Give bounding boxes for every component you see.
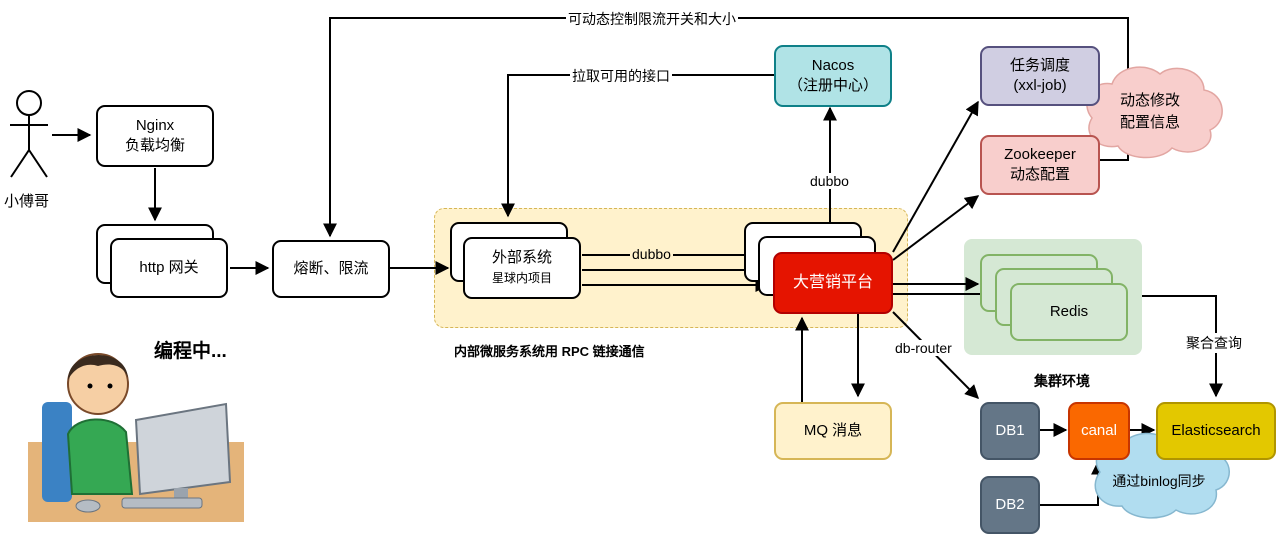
db2-node[interactable]: DB2 — [980, 476, 1040, 534]
gateway-label: http 网关 — [139, 259, 199, 276]
scheduler-subtitle: (xxl-job) — [1013, 77, 1067, 94]
db1-node[interactable]: DB1 — [980, 402, 1040, 460]
elasticsearch-label: Elasticsearch — [1171, 422, 1261, 439]
label-top-loop: 可动态控制限流开关和大小 — [566, 9, 738, 29]
edge-top-loop — [323, 17, 1129, 238]
db2-label: DB2 — [995, 496, 1025, 513]
external-subtitle: 星球内项目 — [491, 271, 552, 285]
label-dubbo-vertical: dubbo — [808, 173, 851, 189]
canal-label: canal — [1081, 422, 1117, 439]
edge-pull-api — [501, 74, 774, 218]
caption-rpc-zone: 内部微服务系统用 RPC 链接通信 — [454, 344, 645, 359]
nacos-subtitle: （注册中心） — [787, 77, 878, 94]
mq-label: MQ 消息 — [803, 422, 863, 439]
redis-node[interactable]: Redis — [1010, 283, 1128, 341]
edge-redis-es — [1142, 295, 1223, 398]
edge-mkt-zookeeper — [892, 195, 980, 261]
zookeeper-title: Zookeeper — [1004, 146, 1076, 163]
zookeeper-node[interactable]: Zookeeper 动态配置 — [980, 135, 1100, 195]
nacos-node[interactable]: Nacos （注册中心） — [774, 45, 892, 107]
external-title: 外部系统 — [491, 249, 552, 266]
scheduler-node[interactable]: 任务调度 (xxl-job) — [980, 46, 1100, 106]
caption-coding: 编程中... — [154, 341, 227, 362]
db1-label: DB1 — [995, 422, 1025, 439]
edge-db2-canal — [1040, 460, 1105, 506]
mq-node[interactable]: MQ 消息 — [774, 402, 892, 460]
nginx-title: Nginx — [135, 117, 175, 134]
binlog-cloud-text: 通过binlog同步 — [1112, 473, 1206, 489]
gateway-node[interactable]: http 网关 — [110, 238, 228, 298]
nginx-node[interactable]: Nginx 负载均衡 — [96, 105, 214, 167]
edge-mkt-scheduler — [892, 100, 979, 253]
marketing-node[interactable]: 大营销平台 — [773, 252, 893, 314]
person-icon — [10, 90, 48, 178]
nacos-title: Nacos — [811, 57, 855, 74]
elasticsearch-node[interactable]: Elasticsearch — [1156, 402, 1276, 460]
nginx-subtitle: 负载均衡 — [124, 137, 185, 154]
cloud-dynamic-config — [1086, 66, 1223, 159]
label-pull-api: 拉取可用的接口 — [570, 66, 672, 86]
scheduler-title: 任务调度 — [1009, 57, 1070, 74]
zookeeper-subtitle: 动态配置 — [1009, 166, 1070, 183]
label-agg-query: 聚合查询 — [1184, 333, 1244, 353]
canal-node[interactable]: canal — [1068, 402, 1130, 460]
marketing-label: 大营销平台 — [792, 274, 873, 291]
coder-at-computer-icon — [28, 353, 244, 522]
caption-cluster: 集群环境 — [1034, 373, 1090, 389]
redis-label: Redis — [1049, 303, 1089, 320]
breaker-node[interactable]: 熔断、限流 — [272, 240, 390, 298]
dynamic-config-cloud-text: 动态修改 配置信息 — [1110, 90, 1190, 134]
external-node[interactable]: 外部系统 星球内项目 — [463, 237, 581, 299]
coding-illustration: 编程中... — [28, 322, 244, 522]
label-db-router: db-router — [893, 340, 954, 356]
breaker-label: 熔断、限流 — [293, 260, 369, 277]
label-dubbo-horizontal: dubbo — [630, 246, 673, 262]
person-label: 小傅哥 — [4, 193, 50, 210]
dynamic-config-line1: 动态修改 — [1119, 92, 1180, 109]
dynamic-config-line2: 配置信息 — [1119, 114, 1180, 131]
